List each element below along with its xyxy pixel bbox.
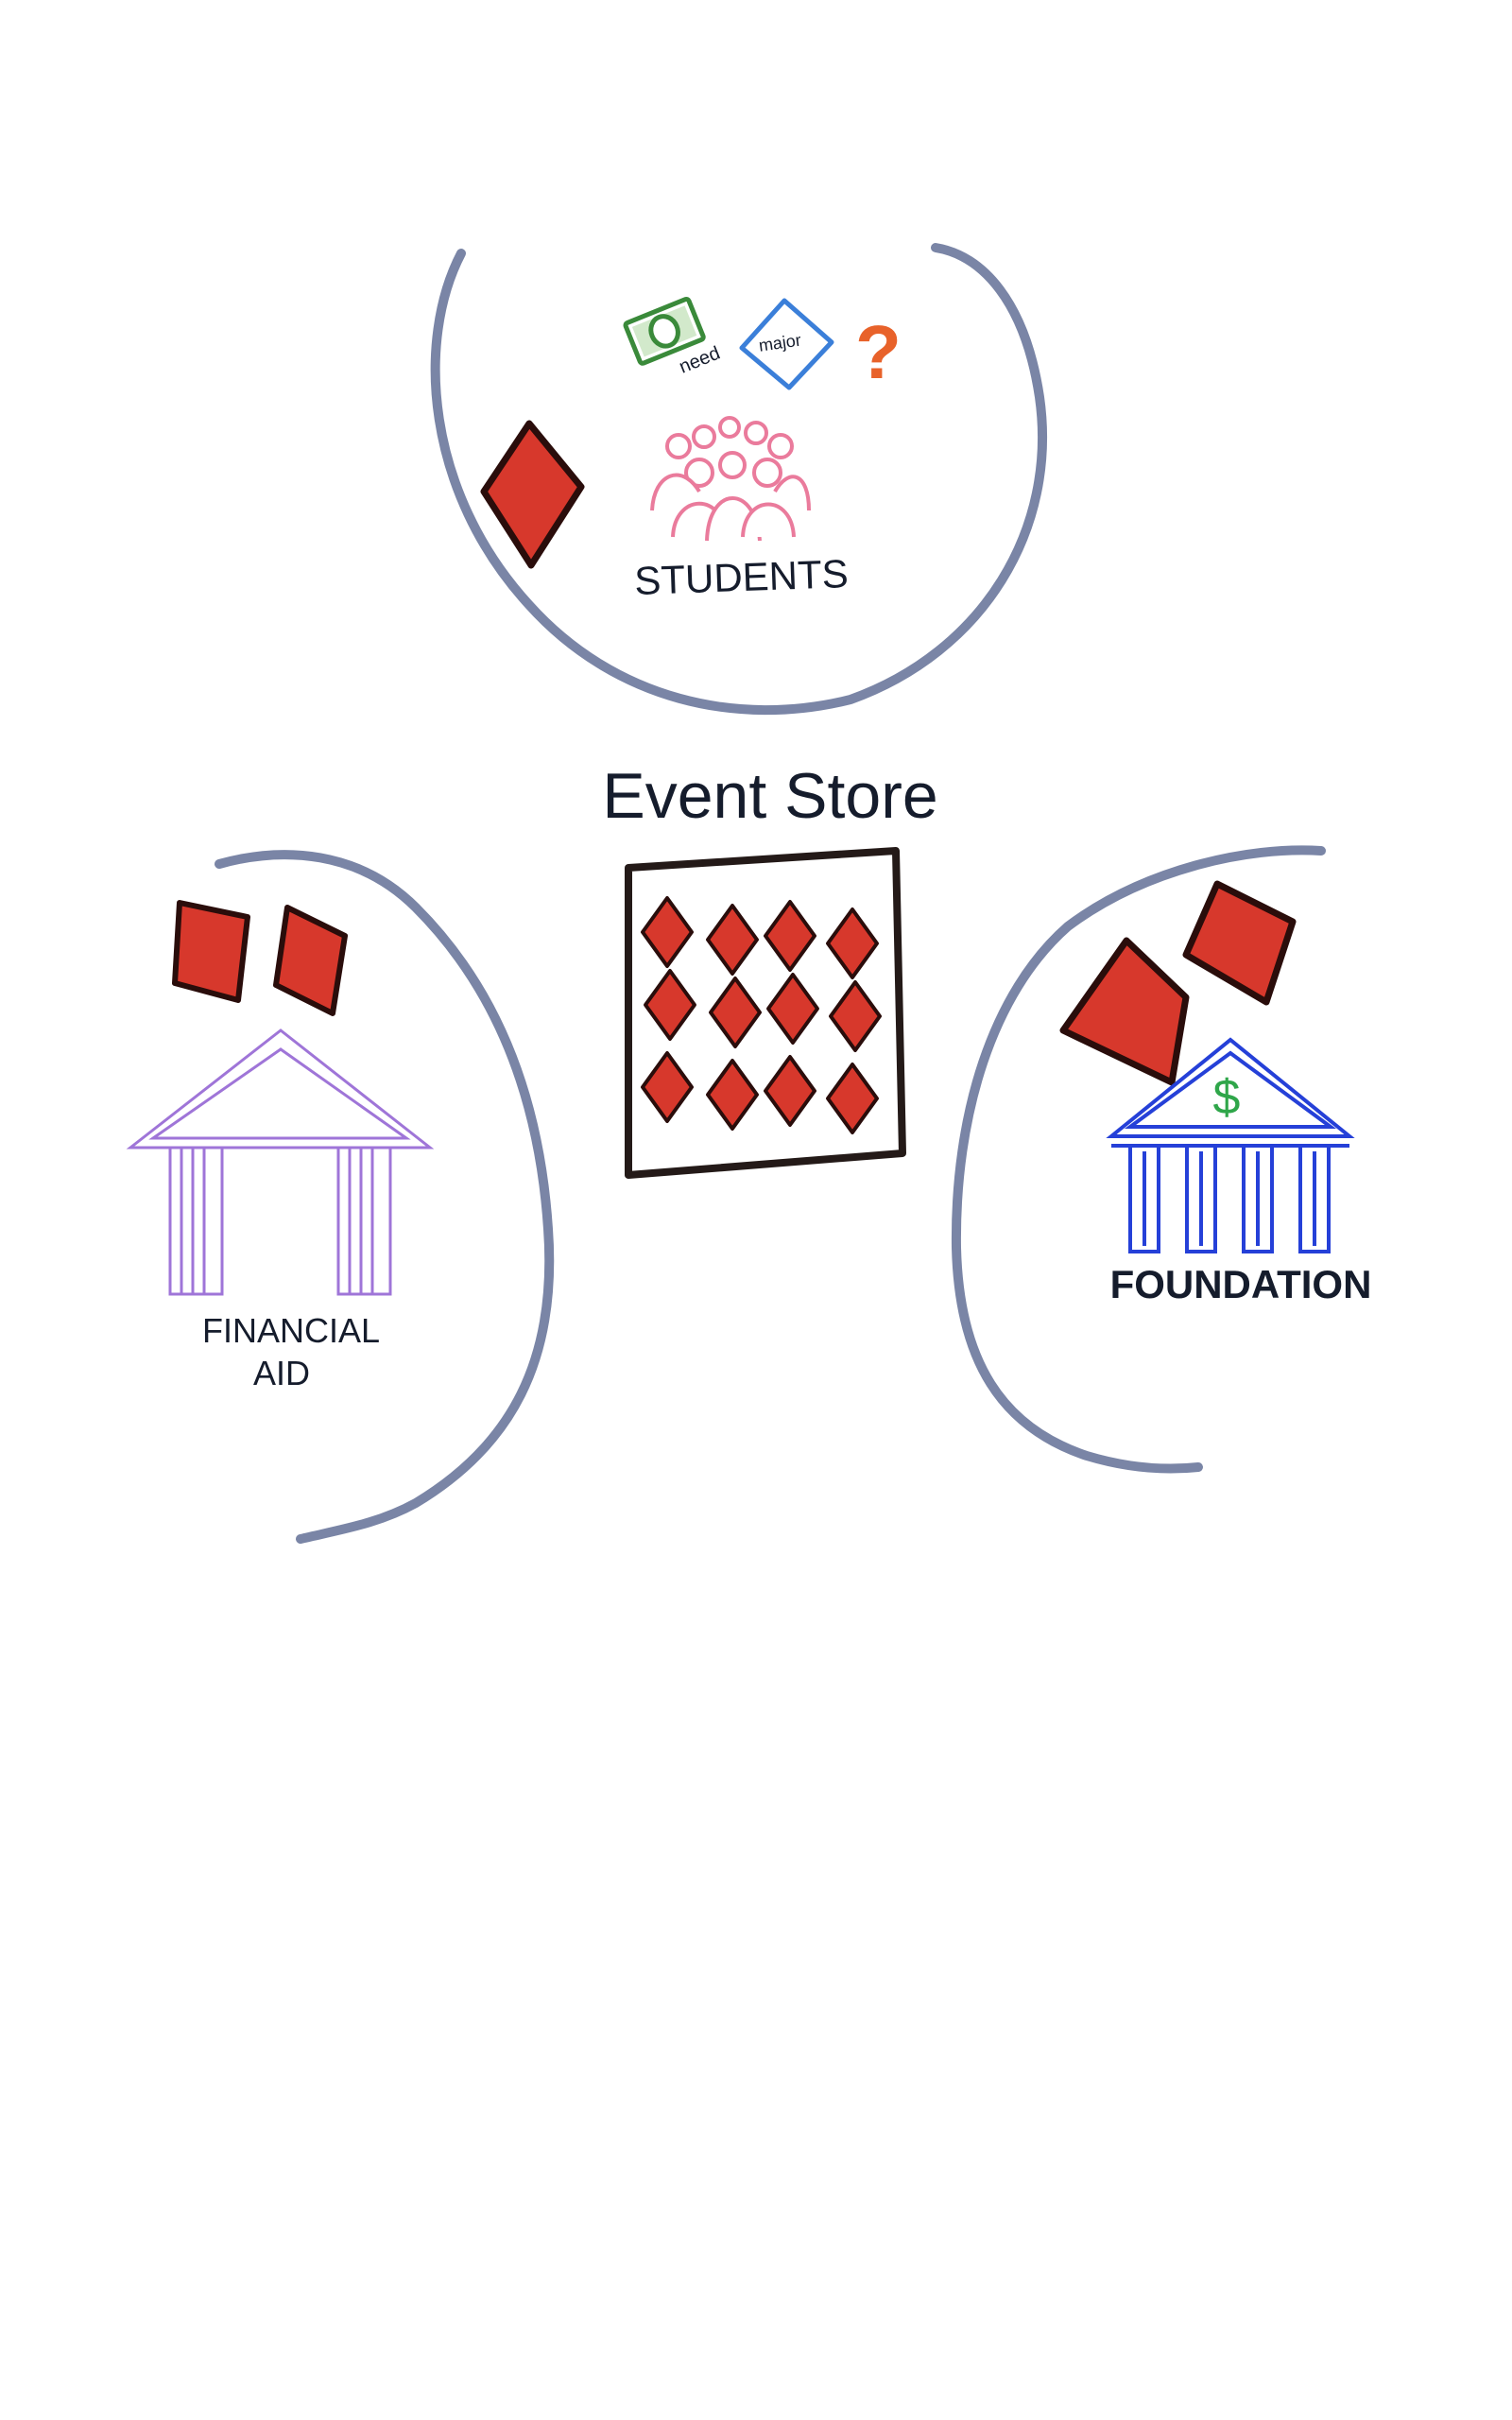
stored-event-card <box>826 1063 879 1134</box>
diamond-tag-icon <box>739 298 834 390</box>
dollar-icon: $ <box>1213 1070 1241 1125</box>
financial-aid-label-line1: FINANCIAL <box>202 1311 380 1350</box>
students-label: STUDENTS <box>634 551 850 603</box>
foundation-event-1 <box>1182 880 1297 1006</box>
people-icon <box>650 416 811 542</box>
stored-event-card <box>829 980 882 1052</box>
stored-event-card <box>764 1055 816 1127</box>
bank-icon <box>1106 1037 1355 1253</box>
stored-event-card <box>644 969 696 1041</box>
financial-aid-event-1 <box>172 900 250 1003</box>
event-store-title: Event Store <box>602 760 937 832</box>
foundation-label: FOUNDATION <box>1110 1262 1372 1306</box>
stored-event-card <box>641 1051 694 1123</box>
student-event-card <box>480 420 585 569</box>
stored-event-card <box>709 977 762 1048</box>
students-boundary <box>430 243 1048 716</box>
foundation-boundary <box>951 845 1326 1474</box>
stored-event-card <box>641 896 694 968</box>
stored-event-card <box>706 1059 759 1131</box>
financial-aid-event-2 <box>273 905 348 1016</box>
question-icon: ? <box>855 310 902 394</box>
financial-aid-label-line2: AID <box>253 1354 310 1392</box>
financial-aid-boundary <box>215 850 555 1544</box>
event-store-grid <box>641 896 882 1134</box>
stored-event-card <box>826 908 879 979</box>
stored-event-card <box>766 973 819 1045</box>
building-icon <box>126 1028 435 1296</box>
money-icon <box>623 296 706 366</box>
stored-event-card <box>706 904 759 976</box>
foundation-event-2 <box>1059 937 1190 1086</box>
stored-event-card <box>764 900 816 972</box>
